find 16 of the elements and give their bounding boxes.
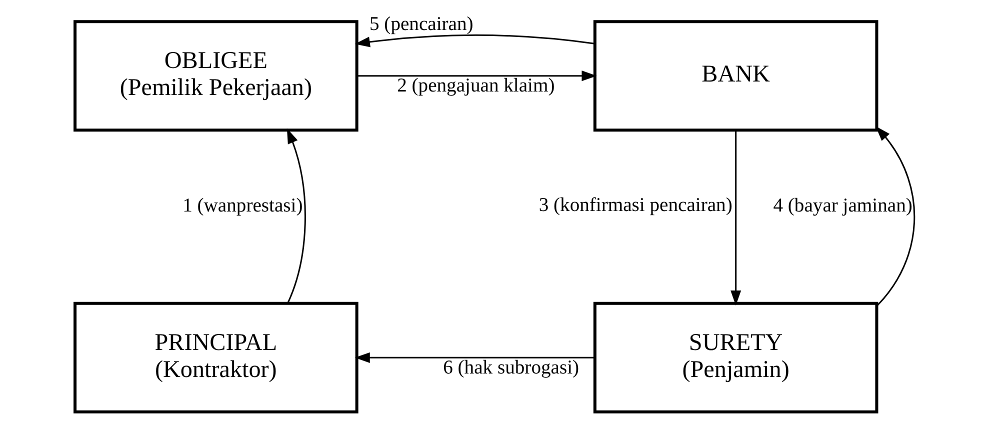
node-box: PRINCIPAL (Kontraktor) [74, 302, 358, 414]
arrow [354, 34, 595, 48]
node-box: BANK [593, 20, 878, 132]
edge-label: 4 (bayar jaminan) [773, 196, 912, 217]
edge-label: 5 (pencairan) [370, 14, 474, 35]
arrow [730, 130, 742, 306]
arrow [354, 352, 595, 363]
edge-label: 6 (hak subrogasi) [443, 357, 580, 378]
edge-label: 3 (konfirmasi pencairan) [538, 195, 732, 216]
edge-label: 1 (wanprestasi) [182, 196, 303, 217]
node-box: SURETY (Penjamin) [593, 302, 878, 414]
arrow [876, 126, 915, 307]
arrow [357, 70, 597, 82]
edge-label: 2 (pengajuan klaim) [397, 76, 555, 97]
node-box: OBLIGEE (Pemilik Pekerjaan) [74, 20, 358, 132]
arrow [286, 128, 306, 304]
